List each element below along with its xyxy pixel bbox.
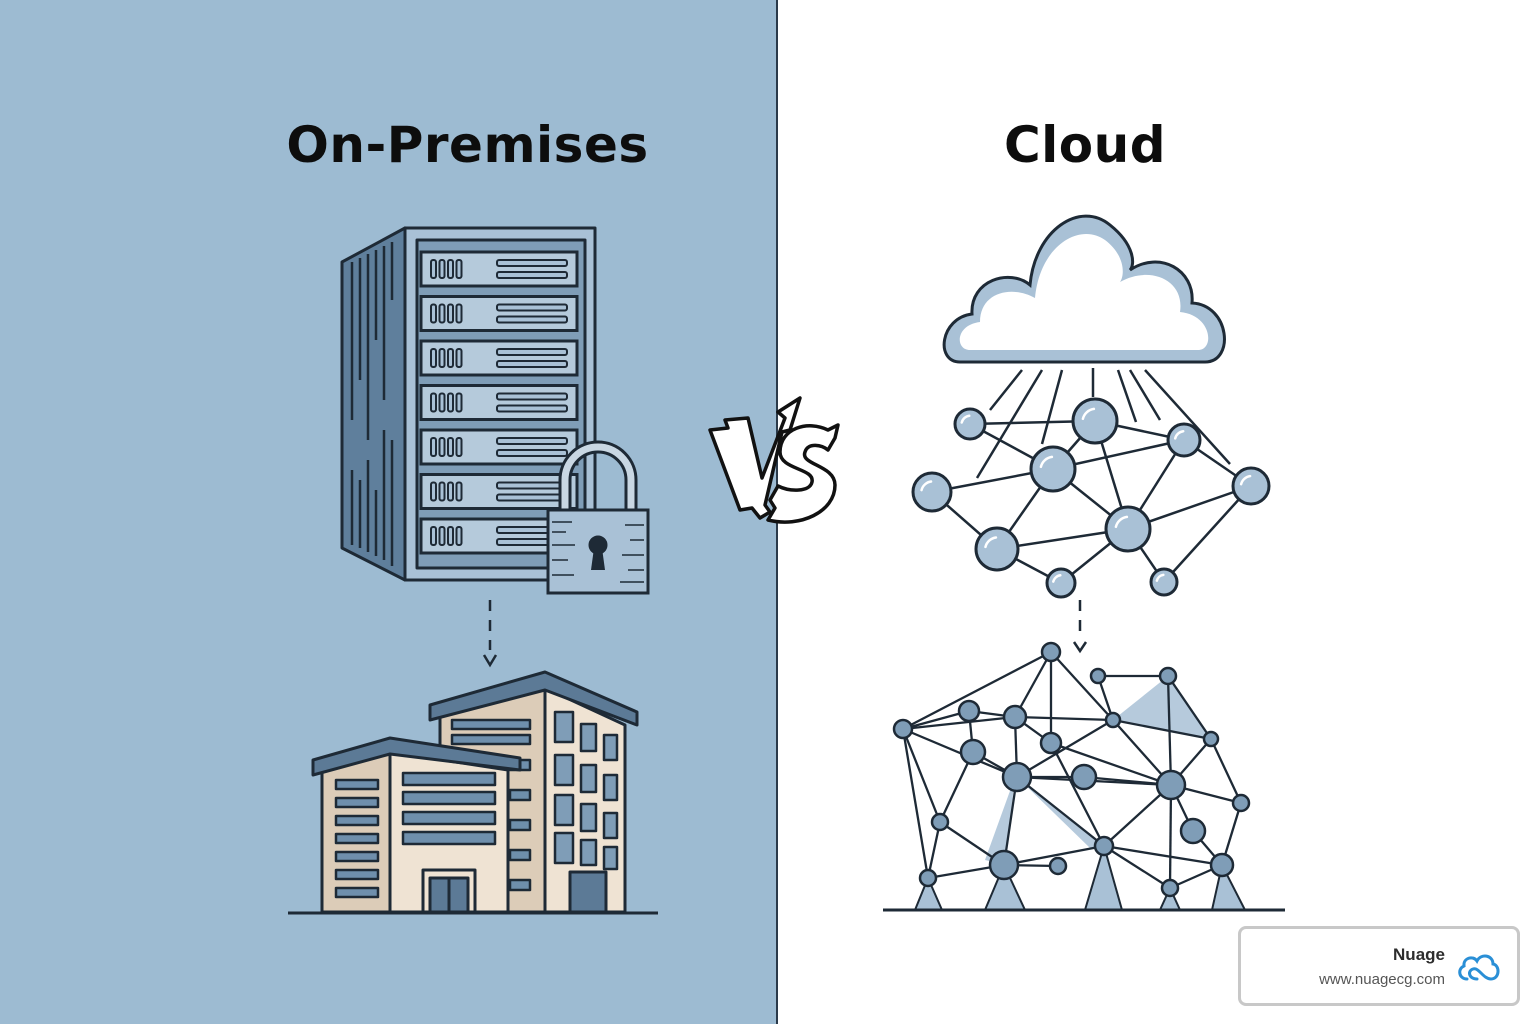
mesh-node (1048, 856, 1068, 876)
mesh-node (988, 849, 1020, 881)
mesh-node (1209, 852, 1235, 878)
network-node (911, 471, 953, 513)
network-node (1029, 445, 1077, 493)
network-node (1231, 466, 1271, 506)
mesh-edge (1016, 776, 1105, 847)
cloud-title: Cloud (1003, 116, 1167, 174)
mesh-node (1040, 641, 1062, 663)
mesh-edge (902, 650, 1052, 731)
mesh-node (1002, 704, 1028, 730)
brand-name: Nuage (1393, 945, 1445, 964)
mesh-edge (902, 715, 1016, 731)
mesh-node (1070, 763, 1098, 791)
mesh-edge (901, 728, 930, 879)
mesh-node (1231, 793, 1251, 813)
mesh-node (930, 812, 950, 832)
network-edge (1163, 485, 1252, 583)
network-nodes (911, 397, 1271, 599)
mesh-edge (1103, 844, 1223, 867)
mesh-edge (1168, 784, 1173, 889)
mesh-edge (1103, 845, 1171, 889)
network-node (1149, 567, 1179, 597)
server-unit (419, 295, 579, 332)
mesh-node (1155, 769, 1187, 801)
on-premises-title: On-Premises (286, 116, 649, 174)
server-unit (419, 250, 579, 288)
mesh-node (957, 699, 981, 723)
mesh-node (1104, 711, 1122, 729)
mesh-node (892, 718, 914, 740)
mesh-face (1113, 676, 1211, 739)
network-node (1071, 397, 1119, 445)
office-buildings-icon (288, 670, 658, 915)
mesh-node (1158, 666, 1178, 686)
mesh-edge (901, 728, 942, 823)
mesh-edge (1003, 844, 1105, 867)
mesh-edge (1167, 675, 1212, 740)
server-unit (419, 473, 579, 510)
mesh-node (1160, 878, 1180, 898)
mesh-node (1202, 730, 1220, 748)
mesh-node (1001, 761, 1033, 793)
mesh-node (959, 738, 987, 766)
mesh-edge (1049, 742, 1106, 847)
server-unit (419, 339, 579, 377)
mesh-node (1039, 731, 1063, 755)
brand-url[interactable]: www.nuagecg.com (1319, 971, 1445, 988)
versus-badge (708, 396, 840, 524)
mesh-edges (901, 650, 1243, 890)
server-unit (419, 384, 579, 421)
mesh-edge (1209, 738, 1243, 804)
mesh-edge (1014, 715, 1114, 722)
server-units (419, 250, 579, 555)
mesh-node (1179, 817, 1207, 845)
brand-card[interactable]: Nuage www.nuagecg.com (1238, 926, 1520, 1006)
dashed-arrow-icon (1072, 600, 1088, 654)
mesh-node (918, 868, 938, 888)
cloud-icon (942, 214, 1226, 364)
padlock-icon (546, 440, 650, 595)
mesh-node (1093, 835, 1115, 857)
mesh-edge (1112, 718, 1212, 741)
dashed-arrow-icon (482, 600, 498, 668)
mesh-edge (902, 709, 970, 731)
cloud-panel (778, 0, 1536, 1024)
cloud-logo-icon (1458, 954, 1500, 981)
network-node (953, 407, 987, 441)
network-node (1045, 567, 1077, 599)
network-node (1104, 505, 1152, 553)
network-node (1166, 422, 1202, 458)
mesh-nodes (892, 641, 1251, 898)
network-node (974, 526, 1020, 572)
mesh-edge (1050, 741, 1172, 787)
mesh-edge (1013, 651, 1053, 718)
mesh-edge (926, 821, 942, 879)
server-unit (419, 428, 579, 466)
mesh-node (1089, 667, 1107, 685)
mesh-edge (1050, 651, 1114, 721)
